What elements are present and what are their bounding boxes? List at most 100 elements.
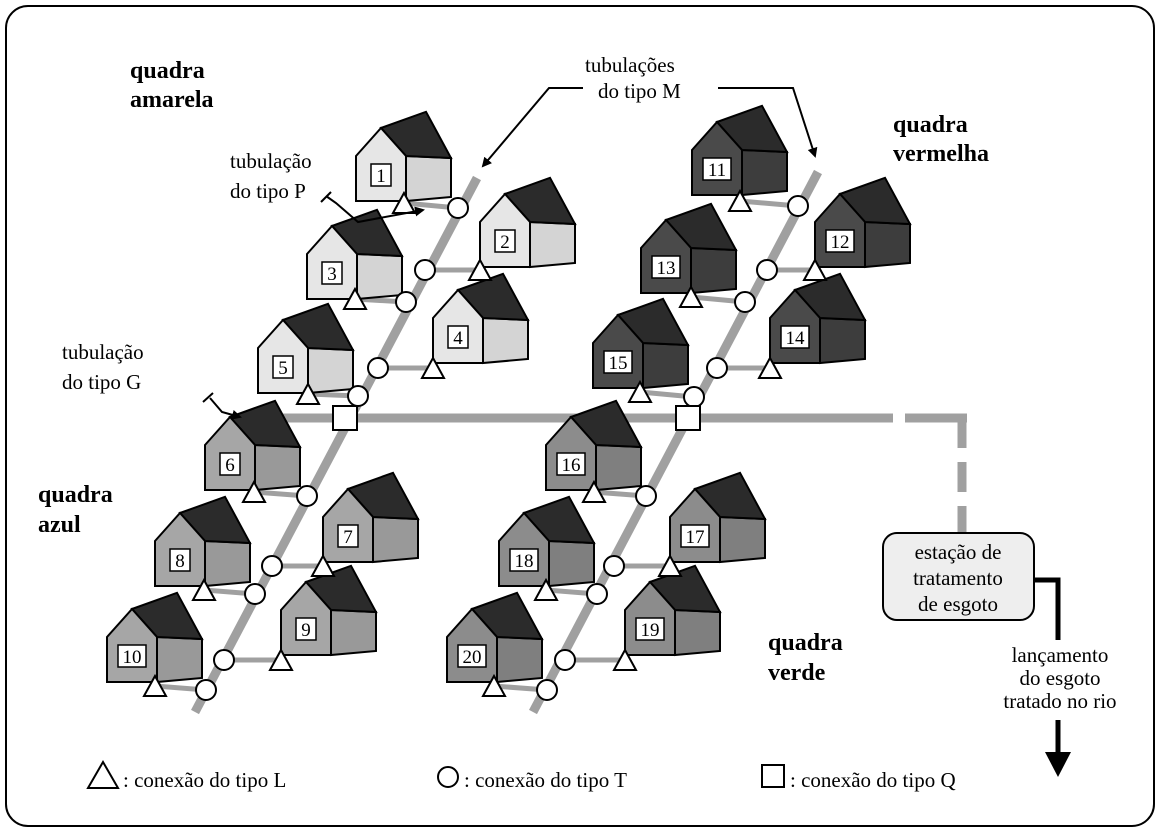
connection-l (678, 284, 704, 308)
connection-t (195, 679, 217, 701)
house-number-box (370, 163, 392, 187)
house-side-wall (496, 635, 543, 684)
house-side-wall (690, 246, 737, 295)
connection-q (332, 405, 358, 431)
frame-border (5, 5, 1155, 827)
house-number-box (635, 617, 665, 641)
house: 10 (106, 591, 204, 684)
house-number-box (509, 548, 539, 572)
house-number-box (321, 261, 343, 285)
connection-l (612, 647, 638, 671)
house-side-wall (330, 608, 377, 657)
house: 17 (669, 471, 767, 564)
treatment-station (882, 532, 1035, 621)
house-number-box (780, 325, 810, 349)
house: 7 (322, 471, 420, 564)
pipe-m-arrow-left (481, 87, 583, 168)
house-side-wall (405, 154, 452, 203)
connection-l (627, 379, 653, 403)
connection-l (533, 577, 559, 601)
discharge-pipe-top (1034, 577, 1061, 640)
pipe-g-arrow (209, 397, 242, 420)
house-side-wall (482, 316, 529, 365)
connection-l (481, 673, 507, 697)
house-number: 18 (515, 551, 534, 572)
connection-t (213, 649, 235, 671)
legend-square-icon (761, 764, 785, 788)
connections (142, 188, 828, 701)
block-amarela-label-2: amarela (130, 87, 214, 113)
house-number-box (680, 524, 710, 548)
house: 9 (280, 564, 378, 657)
connection-l (657, 553, 683, 577)
house-number: 2 (500, 232, 510, 253)
connection-t (347, 385, 369, 407)
house-side-wall (372, 515, 419, 564)
block-vermelha-label-2: vermelha (893, 141, 989, 167)
house-number-box (447, 325, 469, 349)
connection-t (734, 291, 756, 313)
connection-l (727, 188, 753, 212)
house-number: 5 (278, 358, 288, 379)
house-number: 7 (343, 527, 353, 548)
house-number: 17 (686, 527, 705, 548)
connection-t (603, 555, 625, 577)
house-number: 13 (657, 258, 676, 279)
house-number: 4 (453, 328, 463, 349)
connection-l (581, 479, 607, 503)
house: 15 (592, 297, 690, 390)
house-number-box (457, 644, 487, 668)
connection-t (787, 195, 809, 217)
connection-t (296, 485, 318, 507)
legend-triangle-icon (86, 759, 120, 789)
house-number: 8 (175, 551, 185, 572)
house: 1 (355, 110, 453, 203)
connection-t (261, 555, 283, 577)
house: 18 (498, 495, 596, 588)
block-vermelha-label-1: quadra (893, 112, 968, 138)
house-side-wall (548, 539, 595, 588)
house-side-wall (156, 635, 203, 684)
pipe-m-label-2: do tipo M (598, 79, 681, 103)
house-number-box (702, 157, 732, 181)
house-number: 19 (641, 620, 660, 641)
house-number: 6 (225, 455, 235, 476)
house-number-box (494, 229, 516, 253)
pipe-g-label-2: do tipo G (62, 370, 141, 394)
discharge-label-3: tratado no rio (1003, 689, 1116, 713)
block-amarela-label-1: quadra (130, 58, 205, 84)
block-azul-label-2: azul (38, 512, 81, 538)
house-number: 15 (609, 353, 628, 374)
discharge-label-1: lançamento (1012, 643, 1109, 667)
connection-t (367, 357, 389, 379)
house-number: 14 (786, 328, 806, 349)
pipe-p-label-2: do tipo P (230, 179, 306, 203)
connection-l (420, 355, 446, 379)
connection-t (586, 583, 608, 605)
legend-q-label: : conexão do tipo Q (790, 768, 956, 792)
house: 19 (624, 564, 722, 657)
house-number-box (556, 452, 586, 476)
connection-t (395, 291, 417, 313)
house-side-wall (529, 220, 576, 269)
pipe-m-arrow-right (718, 87, 818, 158)
house-number: 9 (301, 620, 311, 641)
house: 13 (640, 202, 738, 295)
connection-t (244, 583, 266, 605)
house-number: 12 (831, 232, 850, 253)
block-azul-label-1: quadra (38, 482, 113, 508)
house: 20 (446, 591, 544, 684)
house-number-box (117, 644, 147, 668)
house: 16 (545, 399, 643, 492)
house: 4 (432, 272, 530, 365)
connection-t (706, 357, 728, 379)
pipe-p-label-1: tubulação (230, 149, 312, 173)
legend-circle-icon (437, 766, 459, 788)
house: 2 (479, 176, 577, 269)
house-number-box (219, 452, 241, 476)
house-side-wall (254, 443, 301, 492)
house-side-wall (595, 443, 642, 492)
connection-l (342, 286, 368, 310)
connection-t (414, 259, 436, 281)
house-side-wall (719, 515, 766, 564)
